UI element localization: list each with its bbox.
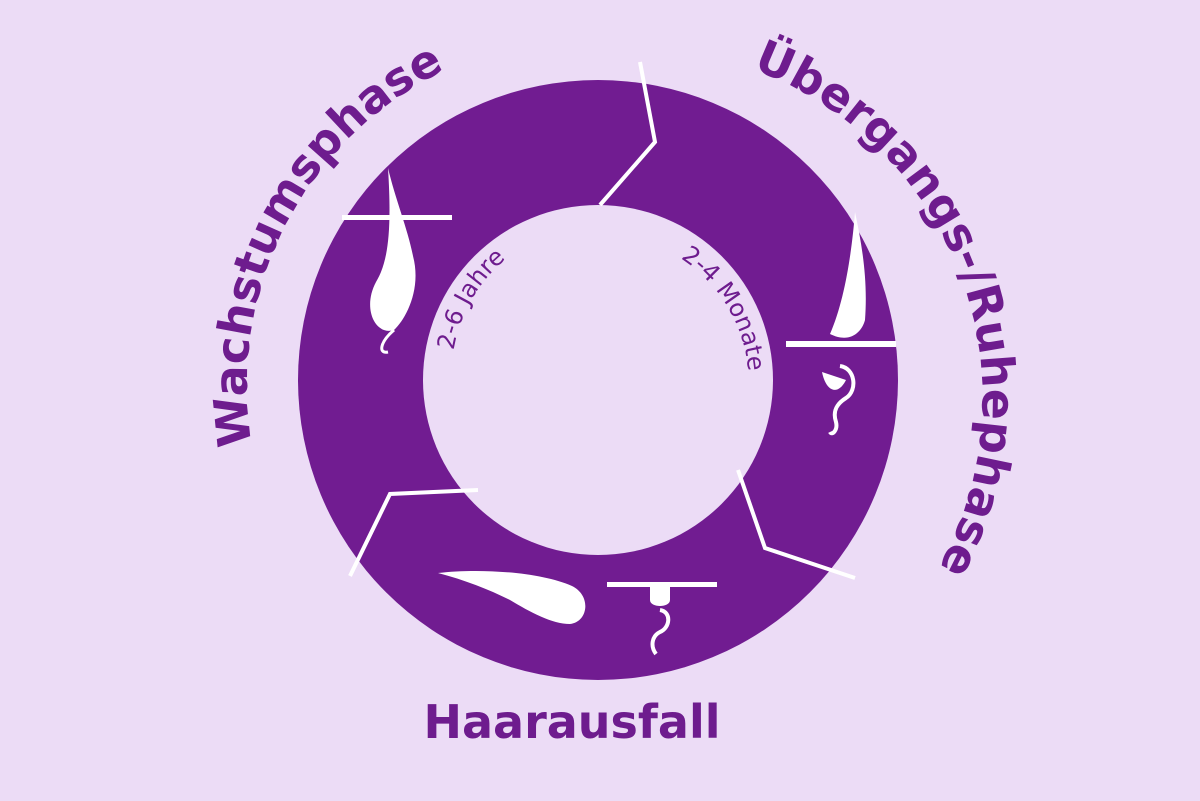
shed-hair-icon [438,570,586,624]
separator-growth-rest [598,61,658,207]
new-follicle-icon [607,582,717,656]
resting-hair-follicle-icon [786,212,896,436]
inner-circle [423,205,773,555]
separator-loss-growth [348,488,479,577]
separator-rest-loss [736,469,856,580]
hair-loss-label: Haarausfall [423,695,720,749]
growing-hair-follicle-icon [342,168,452,354]
